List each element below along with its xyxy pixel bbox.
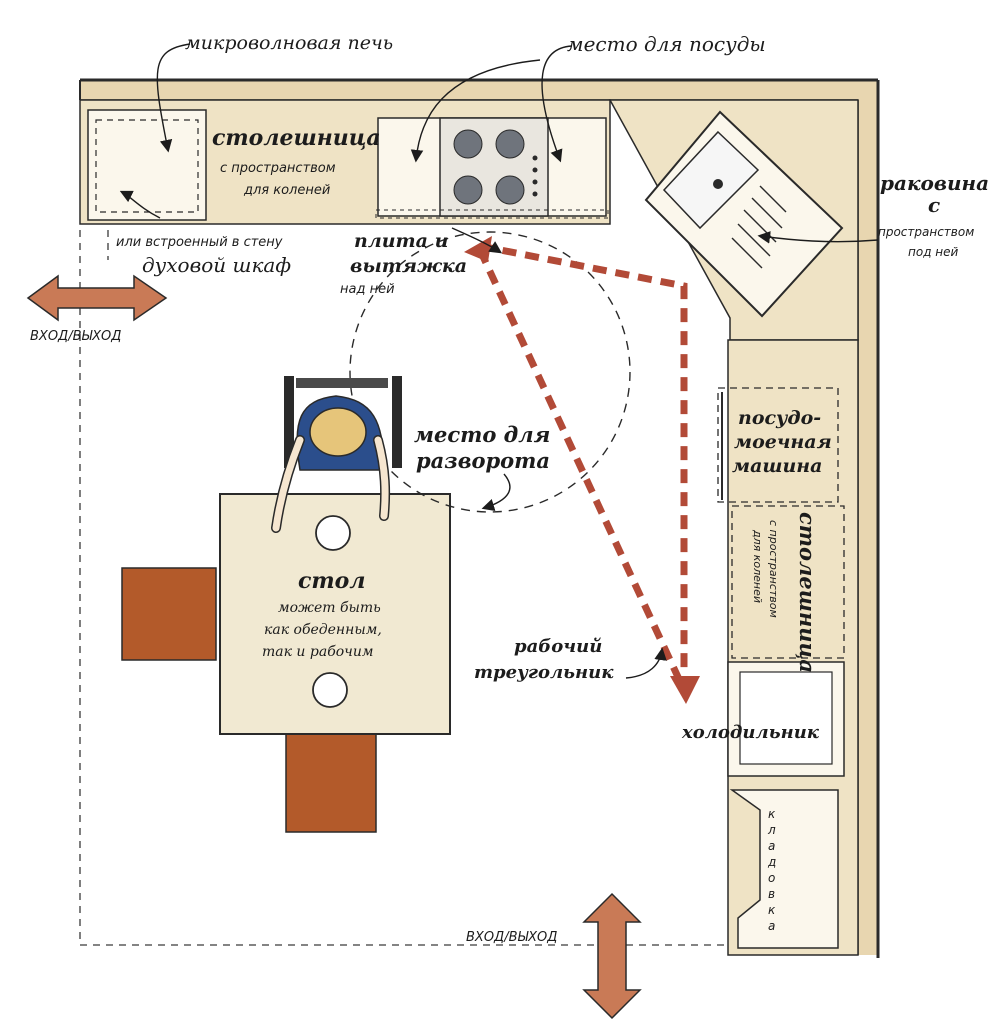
- label-turn-l2: разворота: [416, 448, 550, 473]
- triangle-head: [670, 676, 700, 704]
- svg-text:к: к: [768, 903, 776, 917]
- label-stove-l3: над ней: [340, 282, 395, 297]
- svg-text:л: л: [767, 823, 776, 837]
- walls: [79, 78, 880, 958]
- burner: [495, 175, 525, 205]
- burner: [495, 129, 525, 159]
- label-sink-l3: пространством: [878, 225, 974, 239]
- label-counter-right-title: столешница: [795, 512, 820, 673]
- label-dishwasher-l3: машина: [732, 455, 822, 477]
- right-wall: [855, 80, 878, 955]
- chair-bottom: [285, 733, 377, 833]
- label-entry-bottom: ВХОД/ВЫХОД: [466, 930, 557, 945]
- label-sink-l1: раковина: [880, 171, 989, 195]
- label-table-l3: так и рабочим: [262, 644, 374, 660]
- label-microwave: микроволновая печь: [185, 32, 393, 54]
- label-dishwasher-l1: посудо-: [738, 407, 821, 429]
- plate: [315, 515, 351, 551]
- label-dishwasher-l2: моечная: [734, 431, 832, 453]
- label-table-l1: может быть: [278, 600, 381, 616]
- svg-text:в: в: [768, 887, 775, 901]
- label-fridge: холодильник: [681, 722, 820, 743]
- svg-text:д: д: [767, 855, 776, 869]
- wheelchair-user: [271, 376, 402, 533]
- triangle-head: [464, 236, 492, 262]
- label-sink-l2: с: [928, 193, 940, 217]
- label-oven-l2: духовой шкаф: [142, 253, 291, 277]
- svg-text:а: а: [768, 839, 775, 853]
- label-table-title: стол: [298, 568, 365, 594]
- label-counter-right-l2: для коленей: [751, 529, 764, 603]
- svg-text:к: к: [768, 807, 776, 821]
- left-entry-arrow: [26, 274, 168, 322]
- chair-left: [121, 567, 217, 661]
- burner: [453, 129, 483, 159]
- label-counter-top-l1: с пространством: [220, 161, 336, 176]
- label-table-l2: как обеденным,: [264, 622, 382, 638]
- label-triangle-l2: треугольник: [474, 662, 614, 683]
- pantry-shape: [729, 789, 839, 949]
- top-counter: [79, 99, 611, 225]
- work-triangle: [476, 242, 688, 692]
- label-counter-top-title: столешница: [212, 125, 381, 151]
- label-stove-l1: плита и: [354, 230, 448, 252]
- top-wall: [80, 80, 878, 100]
- cooktop: [439, 117, 549, 217]
- right-counter: [717, 339, 859, 956]
- label-oven-l1: или встроенный в стену: [116, 235, 283, 250]
- label-counter-top-l2: для коленей: [243, 183, 330, 198]
- label-dish-place: место для посуды: [567, 32, 766, 56]
- burner: [453, 175, 483, 205]
- turning-circle: [349, 231, 631, 513]
- label-sink-l4: под ней: [908, 245, 959, 259]
- svg-text:а: а: [768, 919, 775, 933]
- head: [309, 407, 367, 457]
- label-pantry: к л а д о в к а: [767, 807, 776, 933]
- plate: [312, 672, 348, 708]
- sink-drain: [713, 179, 723, 189]
- microwave-cabinet: [87, 109, 207, 221]
- dishwasher-box: [717, 387, 839, 503]
- label-turn-l1: место для: [414, 422, 550, 447]
- label-stove-l2: вытяжка: [350, 255, 467, 277]
- bottom-entry-arrow: [582, 892, 642, 1020]
- label-triangle-l1: рабочий: [514, 636, 602, 657]
- label-counter-right-l1: с пространством: [767, 520, 780, 618]
- dining-table: [121, 493, 451, 833]
- label-entry-left: ВХОД/ВЫХОД: [30, 329, 121, 344]
- leader-lines: [119, 43, 879, 679]
- sink-corner: [608, 99, 859, 341]
- svg-text:о: о: [768, 871, 775, 885]
- label-counter-right: столешница: [795, 512, 820, 673]
